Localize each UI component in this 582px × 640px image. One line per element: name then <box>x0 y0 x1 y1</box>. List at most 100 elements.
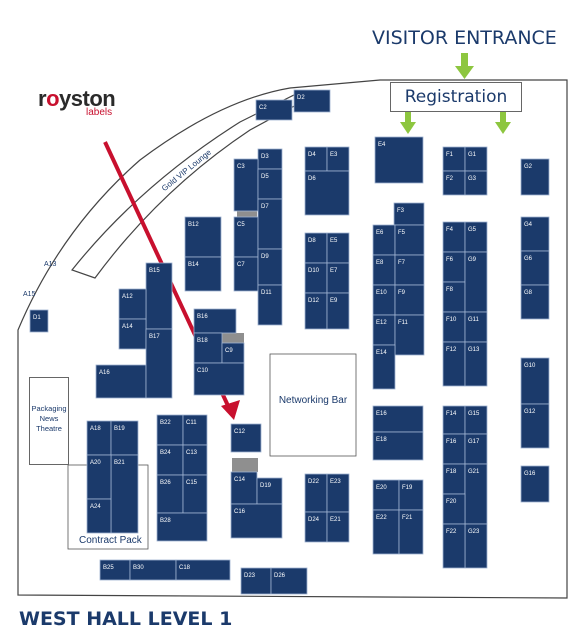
registration-desk[interactable]: Registration <box>390 82 522 112</box>
booth-label: G5 <box>468 227 477 233</box>
booth-label: B15 <box>149 268 160 274</box>
networking-bar[interactable] <box>269 353 357 457</box>
booth-label: E20 <box>376 485 387 491</box>
booth-label: G2 <box>524 164 533 170</box>
booth-b17[interactable] <box>145 328 173 399</box>
booth-label: C12 <box>234 429 246 435</box>
booth-label: C10 <box>197 368 209 374</box>
booth-g12[interactable] <box>520 403 550 449</box>
networking-bar-label: Networking Bar <box>279 395 348 406</box>
booth-g3[interactable] <box>464 170 488 196</box>
booth-d7[interactable] <box>257 198 283 250</box>
booth-c3[interactable] <box>233 158 259 212</box>
booth-label: G15 <box>468 411 480 417</box>
booth-b16[interactable] <box>193 308 237 334</box>
booth-label: E14 <box>376 350 387 356</box>
booth-e3[interactable] <box>326 146 350 172</box>
registration-arrow-icon <box>400 104 416 134</box>
booth-label: G11 <box>468 317 480 323</box>
booth-label: E22 <box>376 515 387 521</box>
booth-g8[interactable] <box>520 284 550 320</box>
booth-label: G4 <box>524 222 533 228</box>
booth-label: B24 <box>160 450 171 456</box>
booth-e21[interactable] <box>326 511 350 543</box>
booth-label: F16 <box>446 439 457 445</box>
booth-f3[interactable] <box>393 202 425 226</box>
booth-label: E10 <box>376 290 387 296</box>
booth-a14[interactable] <box>118 318 147 350</box>
booth-label: A14 <box>122 324 133 330</box>
booth-d19[interactable] <box>256 477 283 505</box>
booth-a24[interactable] <box>86 498 112 534</box>
booth-label: E12 <box>376 320 387 326</box>
booth-e14[interactable] <box>372 344 396 390</box>
booth-d26[interactable] <box>270 567 308 595</box>
booth-f1[interactable] <box>442 146 466 172</box>
booth-label: F22 <box>446 529 457 535</box>
booth-c11[interactable] <box>182 414 208 446</box>
booth-d23[interactable] <box>240 567 272 595</box>
booth-b28[interactable] <box>156 512 208 542</box>
packaging-news-theatre[interactable]: Packaging News Theatre <box>29 377 69 465</box>
booth-f22[interactable] <box>442 523 466 569</box>
booth-g13[interactable] <box>464 341 488 387</box>
booth-d1[interactable] <box>29 309 49 333</box>
booth-b14[interactable] <box>184 256 222 292</box>
booth-e9[interactable] <box>326 292 350 330</box>
booth-c7[interactable] <box>233 256 259 292</box>
booth-label: D24 <box>308 517 320 523</box>
booth-g16[interactable] <box>520 465 550 503</box>
entrance-arrow-icon <box>455 53 474 79</box>
booth-f5[interactable] <box>394 224 425 256</box>
booth-b26[interactable] <box>156 474 184 514</box>
booth-f9[interactable] <box>394 284 425 316</box>
booth-label: D6 <box>308 176 316 182</box>
outside-label: A13 <box>44 261 57 268</box>
booth-g4[interactable] <box>520 216 550 252</box>
booth-b21[interactable] <box>110 454 139 534</box>
booth-g2[interactable] <box>520 158 550 196</box>
booth-label: F14 <box>446 411 457 417</box>
booth-b15[interactable] <box>145 262 173 330</box>
booth-f21[interactable] <box>398 509 424 555</box>
booth-a12[interactable] <box>118 288 147 320</box>
booth-label: A16 <box>99 370 110 376</box>
booth-label: B25 <box>103 565 114 571</box>
booth-d4[interactable] <box>304 146 328 172</box>
booth-a16[interactable] <box>95 364 147 399</box>
booth-g1[interactable] <box>464 146 488 172</box>
booth-c2[interactable] <box>255 99 293 121</box>
booth-label: D1 <box>33 315 41 321</box>
booth-c5[interactable] <box>233 216 259 258</box>
booth-b24[interactable] <box>156 444 184 476</box>
booth-d11[interactable] <box>257 284 283 326</box>
booth-c10[interactable] <box>193 362 245 396</box>
booth-c12[interactable] <box>230 423 262 453</box>
booth-c16[interactable] <box>230 503 283 539</box>
booth-d6[interactable] <box>304 170 350 216</box>
booth-d2[interactable] <box>293 89 331 113</box>
booth-d5[interactable] <box>257 168 283 200</box>
logo-part: r <box>38 86 47 111</box>
booth-label: D7 <box>261 204 269 210</box>
booth-c18[interactable] <box>175 559 231 581</box>
booth-e16[interactable] <box>372 405 424 433</box>
booth-e4[interactable] <box>374 136 424 184</box>
booth-label: C3 <box>237 164 245 170</box>
booth-a20[interactable] <box>86 454 112 500</box>
booth-label: F7 <box>398 260 406 266</box>
booth-b12[interactable] <box>184 216 222 258</box>
booth-f11[interactable] <box>394 314 425 356</box>
booth-label: C9 <box>225 348 233 354</box>
logo-part: o <box>46 86 60 111</box>
booth-label: C18 <box>179 565 191 571</box>
booth-label: F6 <box>446 257 454 263</box>
hall-outline <box>17 79 568 599</box>
booth-f2[interactable] <box>442 170 466 196</box>
booth-label: F9 <box>398 290 406 296</box>
booth-label: C7 <box>237 262 245 268</box>
booth-b19[interactable] <box>110 420 139 456</box>
booth-e18[interactable] <box>372 431 424 461</box>
registration-arrow-icon <box>495 104 511 134</box>
booth-label: B26 <box>160 480 171 486</box>
